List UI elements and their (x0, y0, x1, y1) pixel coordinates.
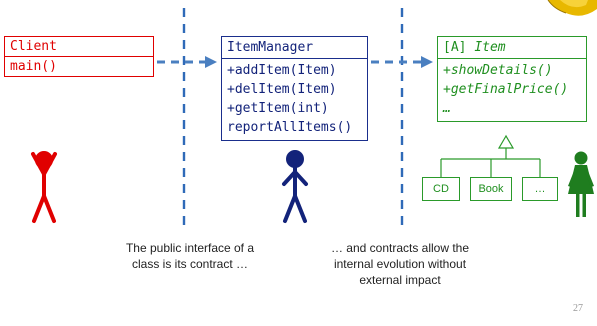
subclass-box-book: Book (470, 177, 512, 201)
caption-left: The public interface of a class is its c… (100, 240, 280, 272)
caption-right-line: external impact (359, 273, 441, 287)
caption-left-line: class is its contract … (131, 257, 249, 271)
manager-actor-icon (282, 150, 308, 223)
item-op: … (443, 101, 451, 116)
item-operations: +showDetails() +getFinalPrice() … (438, 59, 586, 121)
caption-right-line: internal evolution without (333, 257, 467, 271)
item-manager-op: +addItem(Item) (227, 63, 337, 78)
manager-to-item-arrow (371, 56, 433, 68)
client-to-manager-arrow (157, 56, 217, 68)
item-actor-icon (568, 151, 594, 217)
caption-left-line: The public interface of a (125, 241, 255, 255)
abstract-tag: [A] (443, 40, 467, 55)
client-op: main() (10, 59, 57, 74)
item-op: +getFinalPrice() (443, 82, 569, 97)
corner-decoration-icon (547, 0, 597, 16)
item-class-name: Item (474, 40, 506, 55)
client-class-name: Client (5, 37, 153, 57)
client-class-box: Client main() (4, 36, 154, 77)
item-class-box: [A] Item +showDetails() +getFinalPrice()… (437, 36, 587, 122)
page-number: 27 (573, 303, 583, 314)
item-manager-operations: +addItem(Item) +delItem(Item) +getItem(i… (222, 59, 367, 140)
subclass-box-more: … (522, 177, 558, 201)
caption-right: … and contracts allow the internal evolu… (300, 240, 500, 288)
item-class-header: [A] Item (438, 37, 586, 59)
client-actor-icon (31, 151, 57, 223)
item-manager-op: +getItem(int) (227, 101, 329, 116)
item-manager-op: reportAllItems() (227, 120, 353, 135)
subclass-box-cd: CD (422, 177, 460, 201)
inheritance-connector (440, 134, 541, 177)
client-operations: main() (5, 57, 153, 76)
item-manager-class-box: ItemManager +addItem(Item) +delItem(Item… (221, 36, 368, 141)
inheritance-triangle-icon (497, 134, 515, 149)
caption-right-line: … and contracts allow the (330, 241, 470, 255)
item-op: +showDetails() (443, 63, 553, 78)
item-manager-class-name: ItemManager (222, 37, 367, 59)
item-manager-op: +delItem(Item) (227, 82, 337, 97)
